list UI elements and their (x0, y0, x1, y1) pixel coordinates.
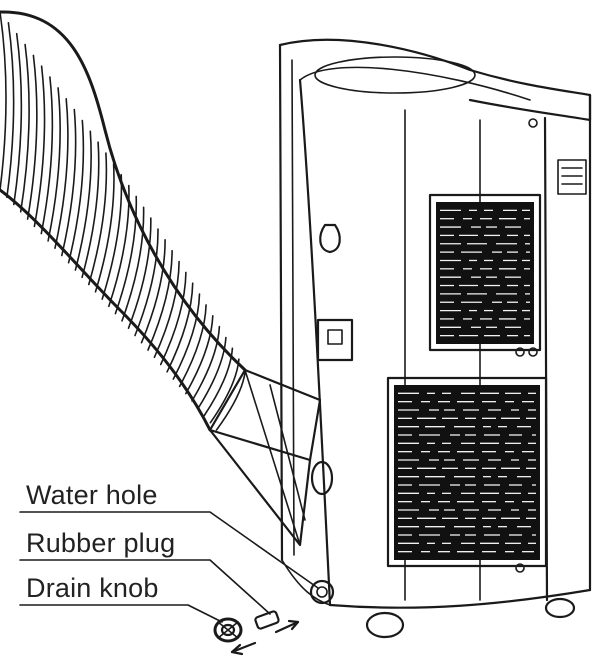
hose-ring (94, 163, 115, 293)
hose-ring (178, 304, 207, 388)
hose-ring (203, 347, 234, 417)
hose-ring (26, 54, 38, 220)
hose-corrugations (0, 11, 247, 431)
hose-ring (74, 130, 92, 271)
label-water-hole: Water hole (26, 480, 158, 510)
hose-ring (209, 358, 240, 424)
hose-ring (153, 260, 180, 359)
hose-ring (185, 315, 214, 395)
hose-ring (67, 119, 85, 264)
hose-ring (13, 32, 23, 206)
leader-lines (19, 511, 319, 623)
upper-air-grille (428, 193, 542, 352)
hose-ring (147, 249, 173, 351)
hose-ring (114, 195, 138, 315)
hose-ring (121, 206, 145, 322)
hose-ring (33, 65, 46, 228)
hose-ring (81, 141, 100, 279)
hose-ring (47, 87, 61, 242)
hose-ring (159, 271, 187, 366)
exhaust-hose (0, 10, 322, 547)
hose-ring (127, 217, 152, 329)
hose-ring (88, 152, 108, 286)
label-drain-knob: Drain knob (26, 573, 159, 603)
hose-ring (197, 336, 227, 409)
hose-ring (215, 369, 247, 431)
lower-air-grille (386, 376, 548, 568)
hose-ring (6, 22, 15, 199)
hose-ring (0, 11, 7, 191)
hose-ring (54, 98, 69, 249)
direction-arrow (230, 619, 300, 656)
hose-ring (172, 293, 201, 380)
hose-ring (61, 108, 77, 257)
hose-ring (101, 173, 123, 300)
hose-ring (108, 184, 130, 308)
hose-ring (140, 239, 166, 344)
label-rubber-plug: Rubber plug (26, 528, 175, 558)
hose-ring (134, 228, 159, 337)
hose-ring (191, 325, 221, 402)
hose-ring (40, 76, 54, 235)
hose-ring (166, 282, 194, 373)
rubber-plug (254, 610, 280, 630)
drain-knob (213, 617, 243, 643)
hose-ring (19, 43, 30, 213)
